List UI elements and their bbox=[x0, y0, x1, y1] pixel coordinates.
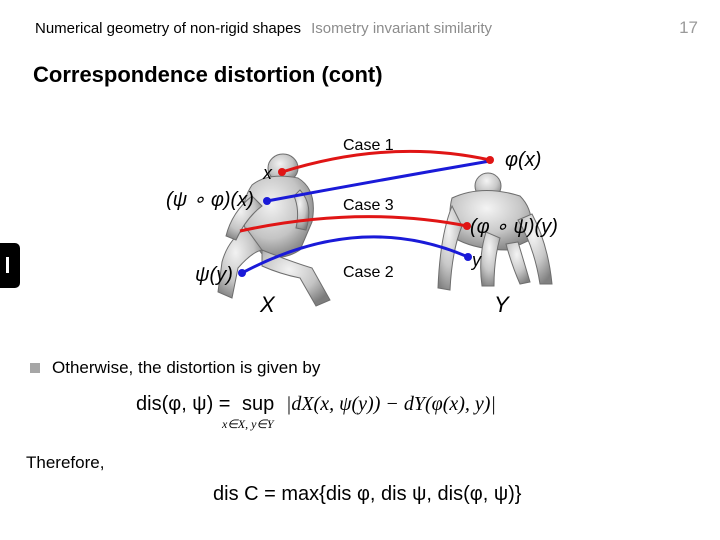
course-title: Numerical geometry of non-rigid shapes bbox=[35, 20, 301, 37]
formula1-sub: x∈X, y∈Y bbox=[222, 417, 274, 431]
case-2-label: Case 2 bbox=[343, 264, 394, 281]
point-psi-phi-x bbox=[263, 197, 271, 205]
label-y: y bbox=[470, 250, 482, 270]
section-title: Isometry invariant similarity bbox=[311, 20, 493, 37]
case3-curve bbox=[239, 215, 468, 233]
label-phi-x: φ(x) bbox=[505, 149, 541, 171]
case2-curve bbox=[241, 235, 469, 275]
point-y bbox=[464, 253, 472, 261]
label-phi-psi-y: (φ ∘ ψ)(y) bbox=[470, 216, 558, 238]
case-1-label: Case 1 bbox=[343, 137, 394, 154]
formula1-sup: sup x∈X, y∈Y bbox=[222, 393, 275, 431]
case1-curve bbox=[281, 149, 491, 174]
point-phi-x bbox=[486, 156, 494, 164]
bullet-text: Otherwise, the distortion is given by bbox=[52, 358, 321, 377]
label-x: x bbox=[262, 163, 273, 183]
label-shape-y: Y bbox=[494, 292, 510, 317]
final-formula: dis C = max{dis φ, dis ψ, dis(φ, ψ)} bbox=[213, 483, 522, 505]
shape-y bbox=[437, 172, 553, 291]
page-number: 17 bbox=[679, 18, 698, 37]
formula1-rhs: |dX(x, ψ(y)) − dY(φ(x), y)| bbox=[285, 393, 496, 415]
slide-header: Numerical geometry of non-rigid shapes I… bbox=[35, 20, 492, 37]
bullet-square-icon bbox=[30, 363, 40, 373]
label-psi-y: ψ(y) bbox=[195, 264, 233, 286]
formula1-lhs: dis(φ, ψ) = bbox=[136, 393, 231, 415]
navigation-tab[interactable] bbox=[0, 243, 20, 288]
slide-title: Correspondence distortion (cont) bbox=[33, 62, 383, 87]
case-3-label: Case 3 bbox=[343, 197, 394, 214]
shape-x bbox=[217, 153, 331, 307]
formula1-op: sup bbox=[242, 393, 275, 415]
label-shape-x: X bbox=[259, 292, 276, 317]
distortion-formula: dis(φ, ψ) = sup x∈X, y∈Y |dX(x, ψ(y)) − … bbox=[136, 393, 496, 431]
point-phi-psi-y bbox=[463, 222, 471, 230]
therefore-text: Therefore, bbox=[26, 453, 105, 472]
case1-return-curve bbox=[266, 159, 491, 203]
point-x bbox=[278, 168, 286, 176]
label-psi-phi-x: (ψ ∘ φ)(x) bbox=[166, 189, 254, 211]
bullet-item: Otherwise, the distortion is given by bbox=[30, 358, 320, 378]
point-psi-y bbox=[238, 269, 246, 277]
